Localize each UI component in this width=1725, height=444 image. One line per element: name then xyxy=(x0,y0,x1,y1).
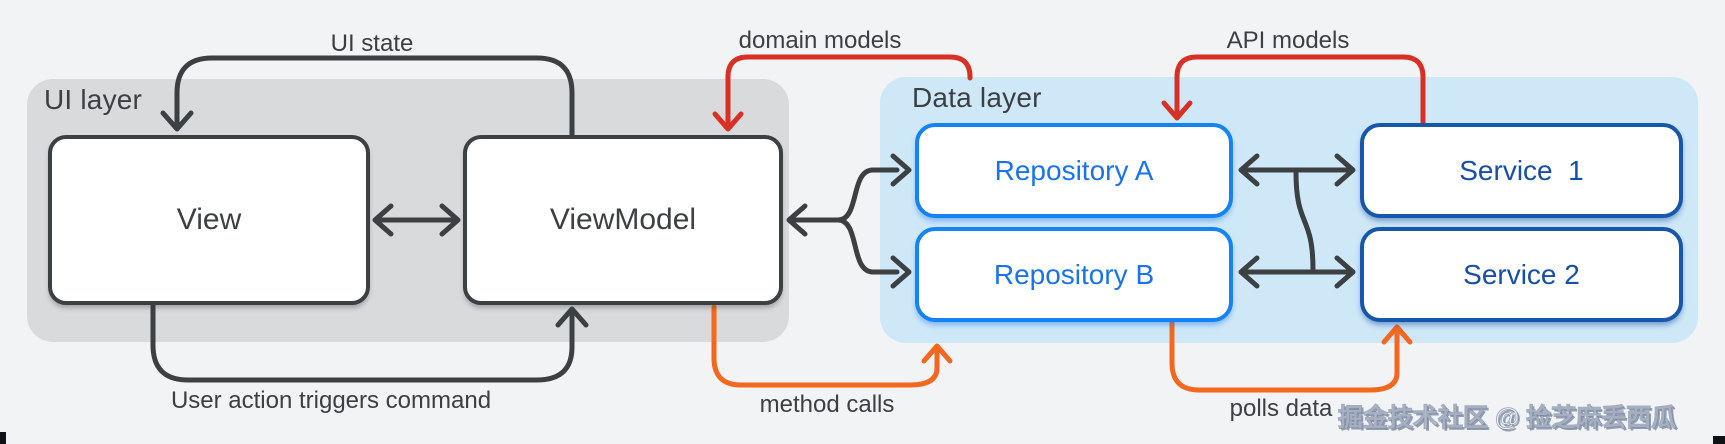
arrow-head-right-upper xyxy=(890,153,912,187)
method-calls-arrow-label: method calls xyxy=(759,391,895,418)
domain-models-arrow-label: domain models xyxy=(738,27,902,54)
node-view: View xyxy=(48,135,370,305)
arrow-head-up xyxy=(1381,324,1413,345)
node-view-label: View xyxy=(176,203,242,236)
view-viewmodel-arrow xyxy=(372,203,461,237)
api-models-arrow-label: API models xyxy=(1226,27,1350,54)
node-repository-a: Repository A xyxy=(915,123,1233,218)
node-service-1-label: Service 1 xyxy=(1459,154,1584,186)
watermark-text: 掘金技术社区 @ 捡芝麻丢西瓜 xyxy=(1338,404,1677,433)
arrow-line xyxy=(1293,169,1316,273)
user-action-arrow-label: User action triggers command xyxy=(170,387,492,414)
arrow-line xyxy=(174,55,575,138)
arrow-head-right xyxy=(439,203,461,237)
arrow-head-up xyxy=(555,306,589,328)
arrow-line xyxy=(150,302,575,383)
arrow-line xyxy=(711,304,940,388)
node-service-2-label: Service 2 xyxy=(1463,258,1580,290)
arrow-line xyxy=(1174,54,1426,126)
ui-layer-label: UI layer xyxy=(44,84,143,115)
arrow-head-left xyxy=(1238,255,1260,289)
domain-models-arrow xyxy=(712,54,973,132)
arrow-head-right-lower xyxy=(890,255,912,289)
node-repository-a-label: Repository A xyxy=(994,154,1154,186)
arrow-head-right xyxy=(1334,153,1356,187)
arrow-head-left xyxy=(372,203,394,237)
arrow-line-upper-branch xyxy=(835,167,900,223)
user-action-arrow xyxy=(150,302,589,383)
arrow-head-down xyxy=(160,110,194,132)
method-calls-arrow xyxy=(711,304,953,388)
arrow-line-lower-branch xyxy=(835,217,900,275)
arrow-head-down xyxy=(1161,100,1193,121)
node-viewmodel: ViewModel xyxy=(463,135,783,305)
node-viewmodel-label: ViewModel xyxy=(549,203,697,236)
node-repository-b: Repository B xyxy=(915,227,1233,322)
bottom-left-corner-mark xyxy=(0,432,6,444)
arrow-head-right xyxy=(1334,255,1356,289)
arrow-line xyxy=(725,54,973,128)
node-service-1: Service 1 xyxy=(1360,123,1683,218)
ui-state-arrow-label: UI state xyxy=(330,30,414,57)
cross-connector-line xyxy=(1293,169,1316,273)
polls-data-arrow-label: polls data xyxy=(1229,395,1333,422)
arrow-head-up xyxy=(921,343,953,364)
polls-data-arrow xyxy=(1169,319,1413,393)
node-repository-b-label: Repository B xyxy=(993,258,1155,290)
api-models-arrow xyxy=(1161,54,1426,126)
node-service-2: Service 2 xyxy=(1360,227,1683,322)
bottom-right-corner-mark xyxy=(1713,436,1725,444)
arrow-line xyxy=(1169,319,1400,393)
ui-state-arrow xyxy=(160,55,575,138)
data-layer-label: Data layer xyxy=(912,82,1042,113)
arrow-head-down xyxy=(712,111,744,132)
arrow-head-left xyxy=(1238,153,1260,187)
viewmodel-repositories-arrow xyxy=(786,153,912,289)
repo-b-service-2-arrow xyxy=(1238,255,1356,289)
